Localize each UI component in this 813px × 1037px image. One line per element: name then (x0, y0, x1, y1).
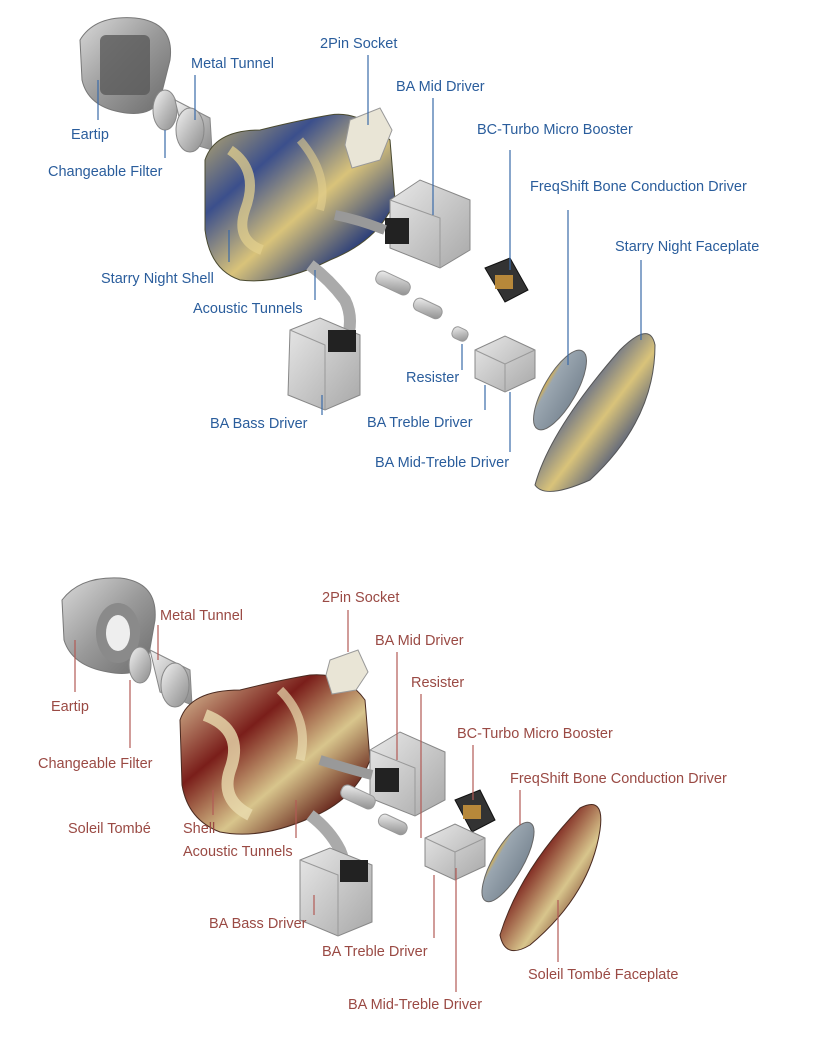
starry-night-shell-part (204, 113, 396, 282)
label-metal-tunnel-2: Metal Tunnel (160, 608, 243, 624)
label-resister-2: Resister (411, 675, 464, 691)
label-ba-bass-driver: BA Bass Driver (210, 416, 308, 432)
label-starry-night-faceplate: Starry Night Faceplate (615, 239, 759, 255)
bone-driver-part-2 (481, 821, 535, 903)
label-soleil-tombe-shell-a: Soleil Tombé (68, 821, 151, 837)
leader-lines-bottom (74, 610, 559, 992)
leader-lines-top (97, 55, 642, 452)
socket-part (344, 107, 393, 169)
label-changeable-filter: Changeable Filter (48, 164, 163, 180)
label-acoustic-tunnels-2: Acoustic Tunnels (183, 844, 293, 860)
soleil-tombe-shell-part (179, 674, 371, 835)
bass-driver-part (287, 260, 361, 411)
bone-driver-part (533, 349, 587, 431)
treble-drivers-part-2 (424, 823, 486, 881)
labels-bottom: Eartip Metal Tunnel 2Pin Socket BA Mid D… (38, 590, 727, 1013)
tubes-part (375, 270, 469, 342)
mid-driver-part (334, 179, 471, 269)
label-ba-mid-driver: BA Mid Driver (396, 79, 485, 95)
label-freqshift-bone-driver: FreqShift Bone Conduction Driver (530, 179, 747, 195)
label-2pin-socket: 2Pin Socket (320, 36, 397, 52)
label-starry-night-shell: Starry Night Shell (101, 271, 214, 287)
label-metal-tunnel: Metal Tunnel (191, 56, 274, 72)
label-2pin-socket-2: 2Pin Socket (322, 590, 399, 606)
label-ba-treble-driver: BA Treble Driver (367, 415, 473, 431)
mid-driver-part-2 (318, 731, 446, 817)
socket-part-2 (325, 649, 369, 695)
bass-driver-part-2 (299, 810, 373, 937)
starry-night-faceplate-part (534, 333, 656, 492)
diagram-soleil-tombe: Eartip Metal Tunnel 2Pin Socket BA Mid D… (38, 577, 727, 1013)
booster-part-2 (454, 789, 496, 833)
diagram-starry-night: Eartip Metal Tunnel 2Pin Socket BA Mid D… (48, 17, 759, 492)
labels-top: Eartip Metal Tunnel 2Pin Socket BA Mid D… (48, 36, 759, 471)
booster-part (484, 257, 529, 303)
eartip-part (79, 17, 172, 114)
soleil-tombe-faceplate-part (499, 804, 602, 952)
label-soleil-tombe-shell-b: Shell (183, 821, 215, 837)
label-ba-treble-driver-2: BA Treble Driver (322, 944, 428, 960)
label-freqshift-bone-driver-2: FreqShift Bone Conduction Driver (510, 771, 727, 787)
label-eartip-2: Eartip (51, 699, 89, 715)
label-bc-turbo-booster: BC-Turbo Micro Booster (477, 122, 633, 138)
label-ba-bass-driver-2: BA Bass Driver (209, 916, 307, 932)
label-soleil-tombe-faceplate: Soleil Tombé Faceplate (528, 967, 678, 983)
treble-drivers-part (474, 335, 536, 393)
eartip-part-2 (61, 577, 156, 674)
label-changeable-filter-2: Changeable Filter (38, 756, 153, 772)
label-eartip: Eartip (71, 127, 109, 143)
label-bc-turbo-booster-2: BC-Turbo Micro Booster (457, 726, 613, 742)
label-acoustic-tunnels: Acoustic Tunnels (193, 301, 303, 317)
tubes-part-2 (340, 784, 408, 836)
label-ba-mid-treble-driver: BA Mid-Treble Driver (375, 455, 509, 471)
label-resister: Resister (406, 370, 459, 386)
metal-tunnel-part-2 (128, 646, 193, 708)
label-ba-mid-driver-2: BA Mid Driver (375, 633, 464, 649)
metal-tunnel-part (152, 89, 213, 153)
label-ba-mid-treble-driver-2: BA Mid-Treble Driver (348, 997, 482, 1013)
